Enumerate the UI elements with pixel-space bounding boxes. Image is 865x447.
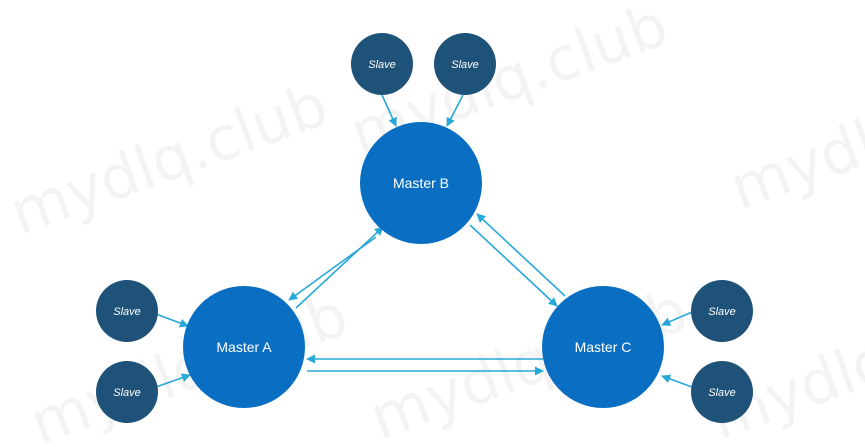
slave-label: Slave [708, 387, 736, 399]
master-node-c: Master C [542, 286, 664, 408]
master-node-b: Master B [360, 122, 482, 244]
master-label: Master C [575, 339, 632, 355]
watermark-text: mydlq.club [721, 45, 865, 224]
slave-node-b-left: Slave [351, 33, 413, 95]
slave-label: Slave [368, 59, 396, 71]
slave-label: Slave [113, 306, 141, 318]
sync-arrow-b-to-c [469, 224, 558, 307]
slave-label: Slave [113, 387, 141, 399]
master-label: Master B [393, 175, 449, 191]
slave-node-a-bottom: Slave [96, 361, 158, 423]
replication-arrow [155, 373, 191, 388]
replication-arrow [381, 94, 397, 127]
replication-arrow [661, 311, 693, 326]
slave-label: Slave [451, 59, 479, 71]
replication-arrow [446, 94, 464, 127]
sync-arrow-a-to-b [295, 226, 384, 309]
slave-node-b-right: Slave [434, 33, 496, 95]
slave-node-a-top: Slave [96, 280, 158, 342]
connections [155, 94, 693, 388]
master-label: Master A [216, 339, 272, 355]
slave-node-c-top: Slave [691, 280, 753, 342]
watermark-text: mydlq.club [1, 70, 337, 249]
sync-arrow-b-to-a [288, 236, 377, 301]
slave-label: Slave [708, 306, 736, 318]
replication-arrow [155, 313, 189, 328]
sync-arrow-c-to-b [476, 213, 566, 297]
slave-node-c-bottom: Slave [691, 361, 753, 423]
replication-arrow [661, 374, 693, 388]
master-node-a: Master A [183, 286, 305, 408]
